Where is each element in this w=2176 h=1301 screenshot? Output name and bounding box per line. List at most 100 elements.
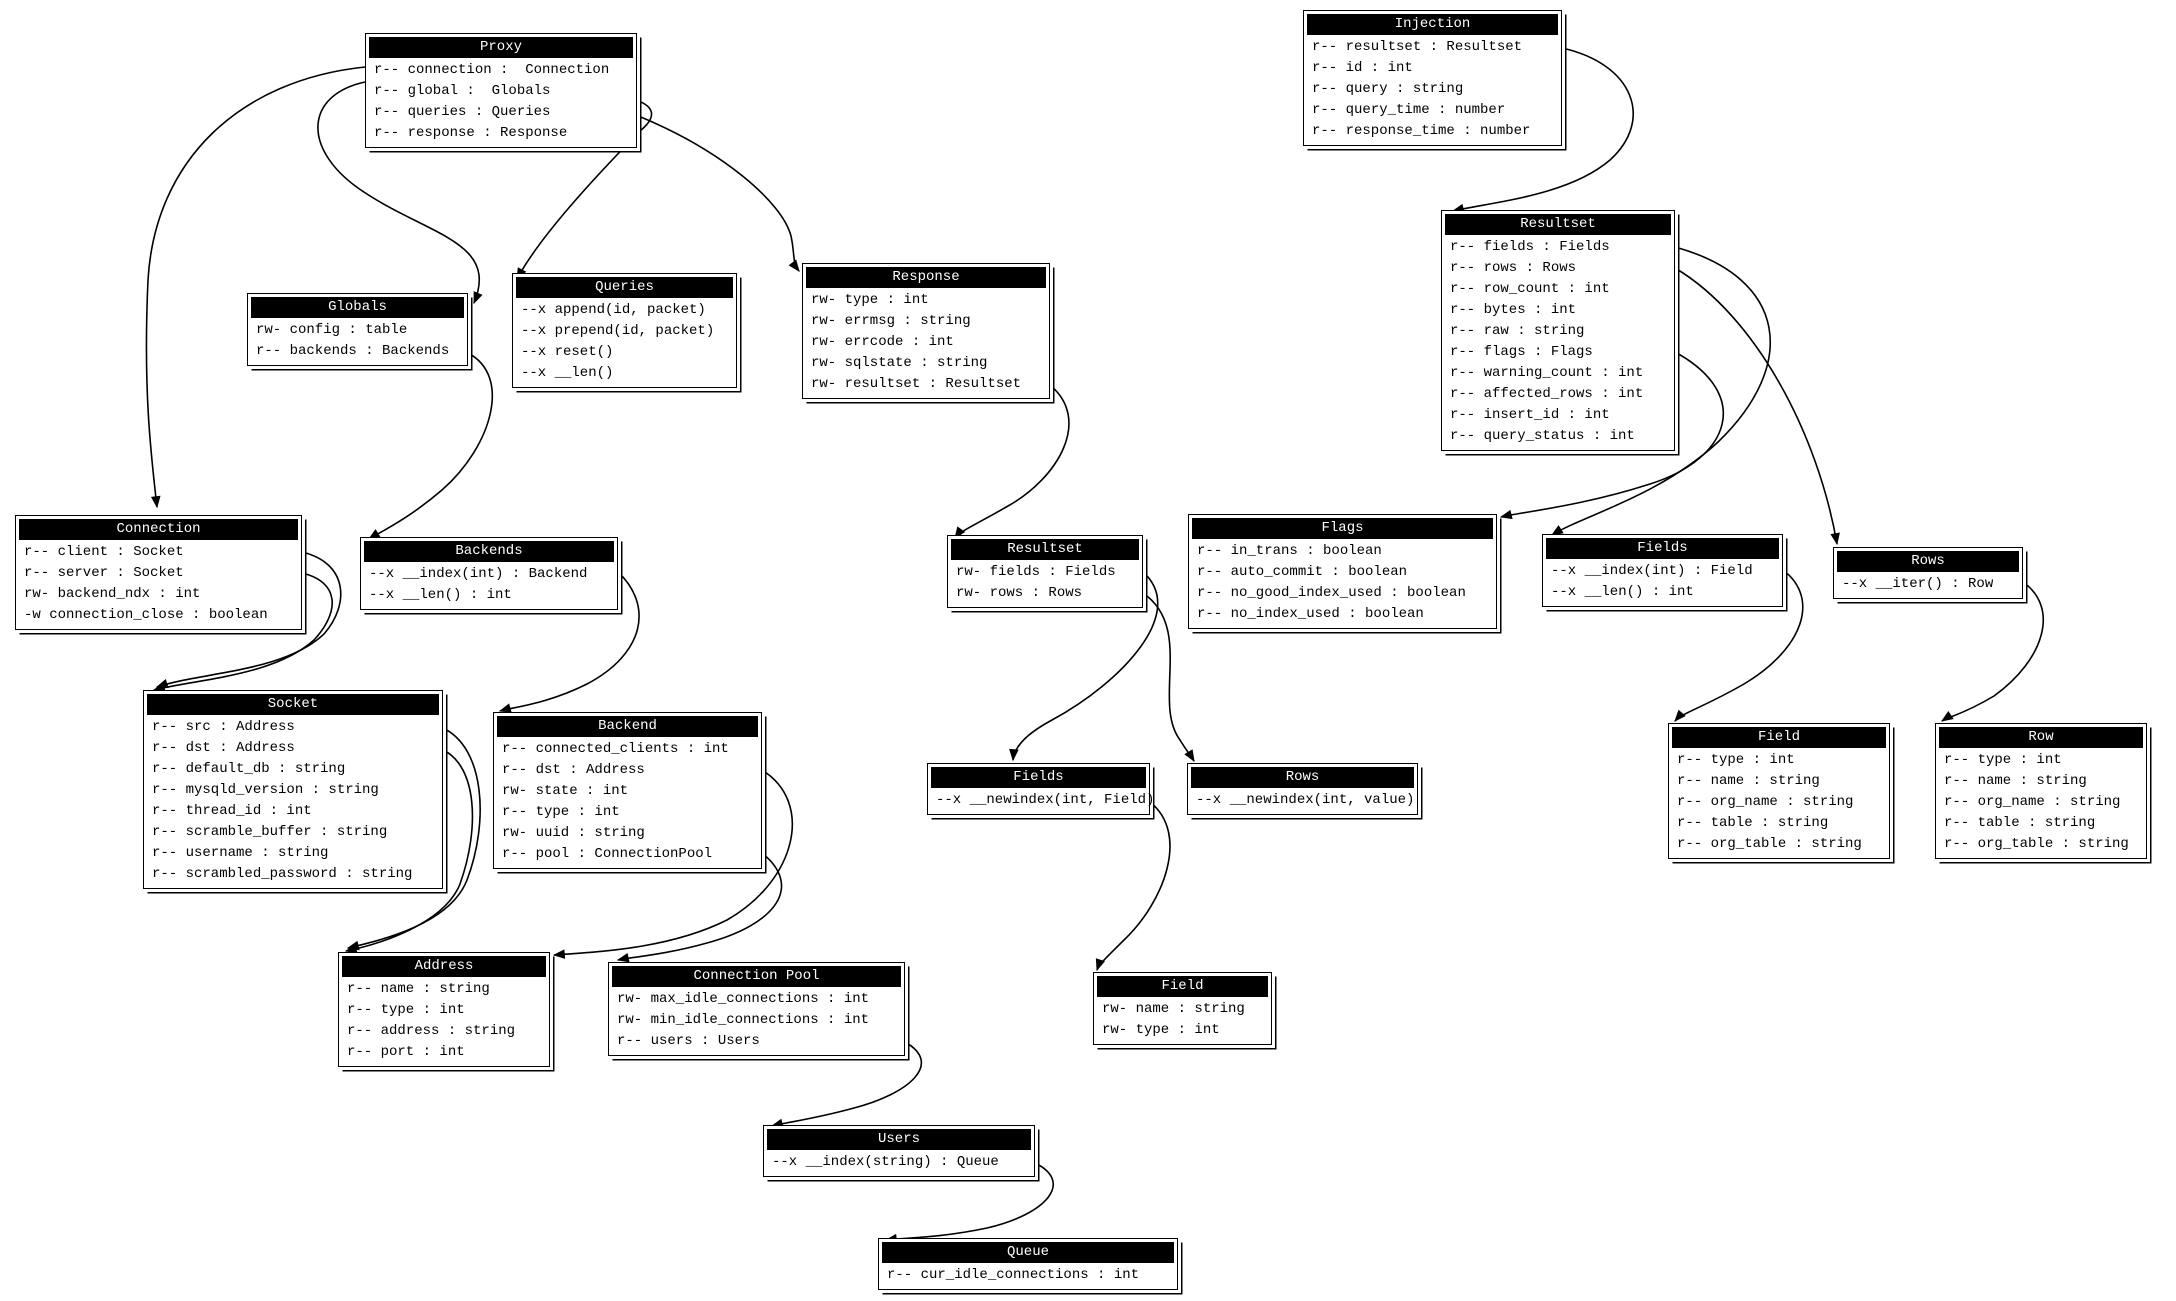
class-attr-backends-1: --x __len() : int (369, 587, 512, 603)
class-box-fields_idx: Fields--x __index(int) : Field--x __len(… (1542, 534, 1783, 607)
class-attr-globals-0: rw- config : table (256, 322, 408, 338)
class-attr-socket-0: r-- src : Address (152, 719, 295, 735)
class-attr-backend-4: rw- uuid : string (502, 825, 645, 841)
class-attr-flags-2: r-- no_good_index_used : boolean (1197, 585, 1466, 601)
class-attrs-socket: r-- src : Address r-- dst : Address r-- de… (147, 715, 439, 885)
class-title-backend: Backend (497, 716, 758, 737)
class-attrs-resultset_main: r-- fields : Fields r-- rows : Rows r-- ro… (1445, 235, 1671, 447)
class-attr-backend-0: r-- connected_clients : int (502, 741, 729, 757)
edge-globals-backends-backends (367, 352, 494, 540)
class-title-connection_pool: Connection Pool (612, 966, 901, 987)
class-attrs-field_ro: r-- type : int r-- name : string r-- org_n… (1672, 748, 1886, 855)
class-box-rows_iter: Rows --x __iter() : Row (1833, 547, 2023, 599)
class-attr-resultset_main-8: r-- insert_id : int (1450, 407, 1610, 423)
class-attr-row_ro-0: r-- type : int (1944, 752, 2062, 768)
class-attr-users-0: --x __index(string) : Queue (772, 1154, 999, 1170)
class-attr-fields_idx-1: --x __len() : int (1551, 584, 1694, 600)
class-attr-socket-4: r-- thread_id : int (152, 803, 312, 819)
class-attr-resultset_main-9: r-- query_status : int (1450, 428, 1635, 444)
class-attr-rows_iter-0: --x __iter() : Row (1842, 576, 1994, 592)
class-attr-resultset_main-7: r-- affected_rows : int (1450, 386, 1644, 402)
edge-resultset_main-rows-rows_iter (1674, 267, 1840, 546)
class-title-injection: Injection (1307, 14, 1558, 35)
class-attr-response-1: rw- errmsg : string (811, 313, 971, 329)
class-attr-response-2: rw- errcode : int (811, 334, 954, 350)
class-title-rows_new: Rows (1191, 767, 1414, 788)
class-title-proxy: Proxy (369, 37, 633, 58)
class-attr-resultset_main-4: r-- raw : string (1450, 323, 1585, 339)
class-title-row_ro: Row (1939, 727, 2143, 748)
class-attrs-fields_new: --x __newindex(int, Field) (931, 788, 1154, 811)
class-title-globals: Globals (251, 297, 464, 318)
class-attr-resultset_main-6: r-- warning_count : int (1450, 365, 1644, 381)
class-attr-flags-0: r-- in_trans : boolean (1197, 543, 1382, 559)
class-attr-injection-4: r-- response_time : number (1312, 123, 1531, 139)
class-title-resultset_rw: Resultset (951, 539, 1139, 560)
class-attr-connection-3: -w connection_close : boolean (24, 607, 268, 623)
class-attr-injection-0: r-- resultset : Resultset (1312, 39, 1523, 55)
edge-proxy-connection-connection (145, 66, 366, 509)
class-attrs-fields_idx: --x __index(int) : Field--x __len() : in… (1546, 559, 1779, 603)
class-attr-field_ro-2: r-- org_name : string (1677, 794, 1854, 810)
class-attrs-proxy: r-- connection : Connection r-- global : … (369, 58, 633, 144)
class-attr-row_ro-2: r-- org_name : string (1944, 794, 2121, 810)
class-title-response: Response (806, 267, 1046, 288)
class-attr-proxy-0: r-- connection : Connection (374, 62, 610, 78)
class-title-field_rw: Field (1097, 976, 1268, 997)
class-attr-connection-1: r-- server : Socket (24, 565, 184, 581)
class-attr-connection-0: r-- client : Socket (24, 544, 184, 560)
class-attr-socket-1: r-- dst : Address (152, 740, 295, 756)
class-attr-response-4: rw- resultset : Resultset (811, 376, 1022, 392)
class-attr-socket-3: r-- mysqld_version : string (152, 782, 379, 798)
class-attr-queries-2: --x reset() (521, 344, 614, 360)
edge-fields_new-__newindex-field_rw (1095, 801, 1171, 972)
class-attr-field_rw-0: rw- name : string (1102, 1001, 1245, 1017)
class-box-backends: Backends --x __index(int) : Backend --x __… (360, 537, 618, 610)
class-title-socket: Socket (147, 694, 439, 715)
class-title-queue: Queue (882, 1242, 1174, 1263)
class-attr-backend-3: r-- type : int (502, 804, 620, 820)
class-attr-backend-2: rw- state : int (502, 783, 629, 799)
class-attr-injection-2: r-- query : string (1312, 81, 1464, 97)
class-attr-proxy-2: r-- queries : Queries (374, 104, 551, 120)
class-attrs-injection: r-- resultset : Resultset r-- id : int r--… (1307, 35, 1558, 142)
class-attr-resultset_rw-0: rw- fields : Fields (956, 564, 1116, 580)
class-attr-injection-1: r-- id : int (1312, 60, 1413, 76)
class-attr-field_ro-1: r-- name : string (1677, 773, 1820, 789)
class-attr-proxy-1: r-- global : Globals (374, 83, 551, 99)
class-attr-address-0: r-- name : string (347, 981, 490, 997)
class-attrs-rows_new: --x __newindex(int, value) (1191, 788, 1414, 811)
class-attr-row_ro-3: r-- table : string (1944, 815, 2096, 831)
class-attr-field_ro-3: r-- table : string (1677, 815, 1829, 831)
class-attr-field_ro-0: r-- type : int (1677, 752, 1795, 768)
edge-rows_iter-__iter-row_ro (1941, 581, 2045, 722)
class-box-users: Users--x __index(string) : Queue (763, 1125, 1035, 1177)
class-attr-proxy-3: r-- response : Response (374, 125, 568, 141)
class-attr-connection_pool-2: r-- users : Users (617, 1033, 760, 1049)
class-attr-resultset_main-1: r-- rows : Rows (1450, 260, 1577, 276)
class-attr-socket-2: r-- default_db : string (152, 761, 346, 777)
class-attr-socket-5: r-- scramble_buffer : string (152, 824, 388, 840)
class-title-backends: Backends (364, 541, 614, 562)
class-box-fields_new: Fields--x __newindex(int, Field) (927, 763, 1154, 815)
class-attr-backends-0: --x __index(int) : Backend (369, 566, 588, 582)
class-title-queries: Queries (516, 277, 733, 298)
class-attr-resultset_main-0: r-- fields : Fields (1450, 239, 1610, 255)
class-attr-backend-5: r-- pool : ConnectionPool (502, 846, 713, 862)
class-attr-flags-3: r-- no_index_used : boolean (1197, 606, 1424, 622)
class-box-rows_new: Rows--x __newindex(int, value) (1187, 763, 1418, 815)
class-title-rows_iter: Rows (1837, 551, 2019, 572)
class-attr-resultset_main-2: r-- row_count : int (1450, 281, 1610, 297)
